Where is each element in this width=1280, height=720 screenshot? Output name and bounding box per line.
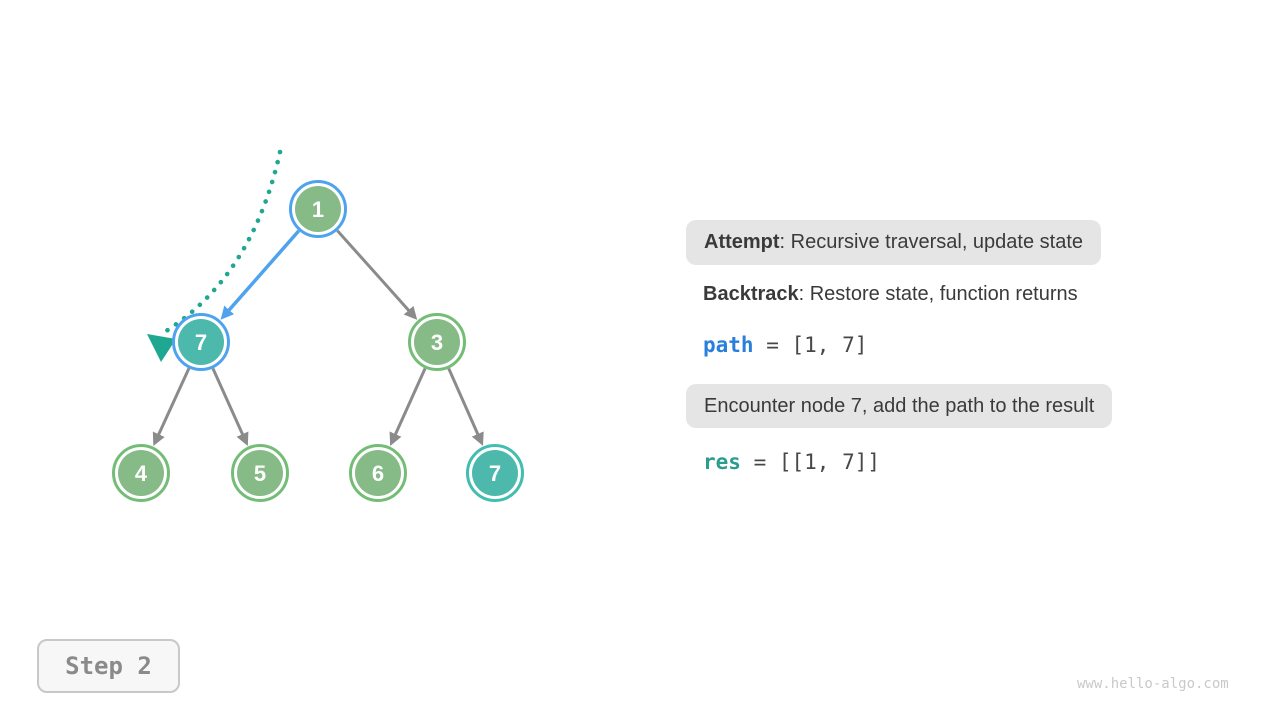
tree-edge-n1-n3 — [336, 229, 418, 320]
node-label: 1 — [312, 197, 324, 222]
tree-edge-n7L-n4 — [152, 367, 191, 447]
res-variable-name: res — [703, 450, 741, 474]
backtrack-text: : Restore state, function returns — [798, 283, 1078, 305]
node-label: 4 — [135, 461, 148, 486]
node-label: 7 — [489, 461, 501, 486]
watermark: www.hello-algo.com — [1077, 676, 1229, 692]
step-badge: Step 2 — [37, 639, 180, 693]
node-label: 6 — [372, 461, 384, 486]
node-fill — [295, 186, 341, 232]
backtrack-line: Backtrack: Restore state, function retur… — [703, 283, 1078, 306]
tree-node-6: 6 — [349, 444, 407, 502]
attempt-label: Attempt — [704, 231, 780, 253]
path-variable-line: path = [1, 7] — [703, 333, 867, 357]
tree-edge-n1-n7L — [220, 229, 301, 320]
path-variable-name: path — [703, 333, 754, 357]
tree-edge-n3-n6 — [389, 367, 427, 446]
backtrack-label: Backtrack — [703, 283, 799, 305]
node-fill — [472, 450, 518, 496]
encounter-callout: Encounter node 7, add the path to the re… — [686, 384, 1113, 428]
res-variable-line: res = [[1, 7]] — [703, 450, 880, 474]
backtrack-pointer-arrowhead-icon — [147, 334, 176, 362]
node-label: 7 — [195, 330, 207, 355]
res-variable-value: = [[1, 7]] — [740, 450, 881, 474]
tree-node-1: 1 — [289, 180, 347, 238]
binary-tree-diagram: 1 7 3 4 5 6 7 — [112, 149, 524, 502]
tree-node-4: 4 — [112, 444, 170, 502]
step-badge-label: Step 2 — [65, 652, 152, 680]
node-fill — [355, 450, 401, 496]
tree-node-5: 5 — [231, 444, 289, 502]
backtrack-pointer-dotted-path — [160, 149, 283, 336]
node-label: 5 — [254, 461, 266, 486]
tree-node-7: 7 — [172, 313, 230, 371]
node-fill — [118, 450, 164, 496]
tree-node-7: 7 — [466, 444, 524, 502]
node-fill — [178, 319, 224, 365]
tree-edge-n3-n7R — [447, 367, 484, 446]
tree-node-3: 3 — [408, 313, 466, 371]
attempt-callout: Attempt: Recursive traversal, update sta… — [686, 220, 1102, 265]
node-fill — [237, 450, 283, 496]
path-variable-value: = [1, 7] — [753, 333, 868, 357]
node-fill — [414, 319, 460, 365]
node-label: 3 — [431, 330, 443, 355]
tree-edge-n7L-n5 — [211, 367, 249, 446]
attempt-text: : Recursive traversal, update state — [779, 231, 1084, 253]
encounter-text: Encounter node 7, add the path to the re… — [704, 394, 1095, 417]
